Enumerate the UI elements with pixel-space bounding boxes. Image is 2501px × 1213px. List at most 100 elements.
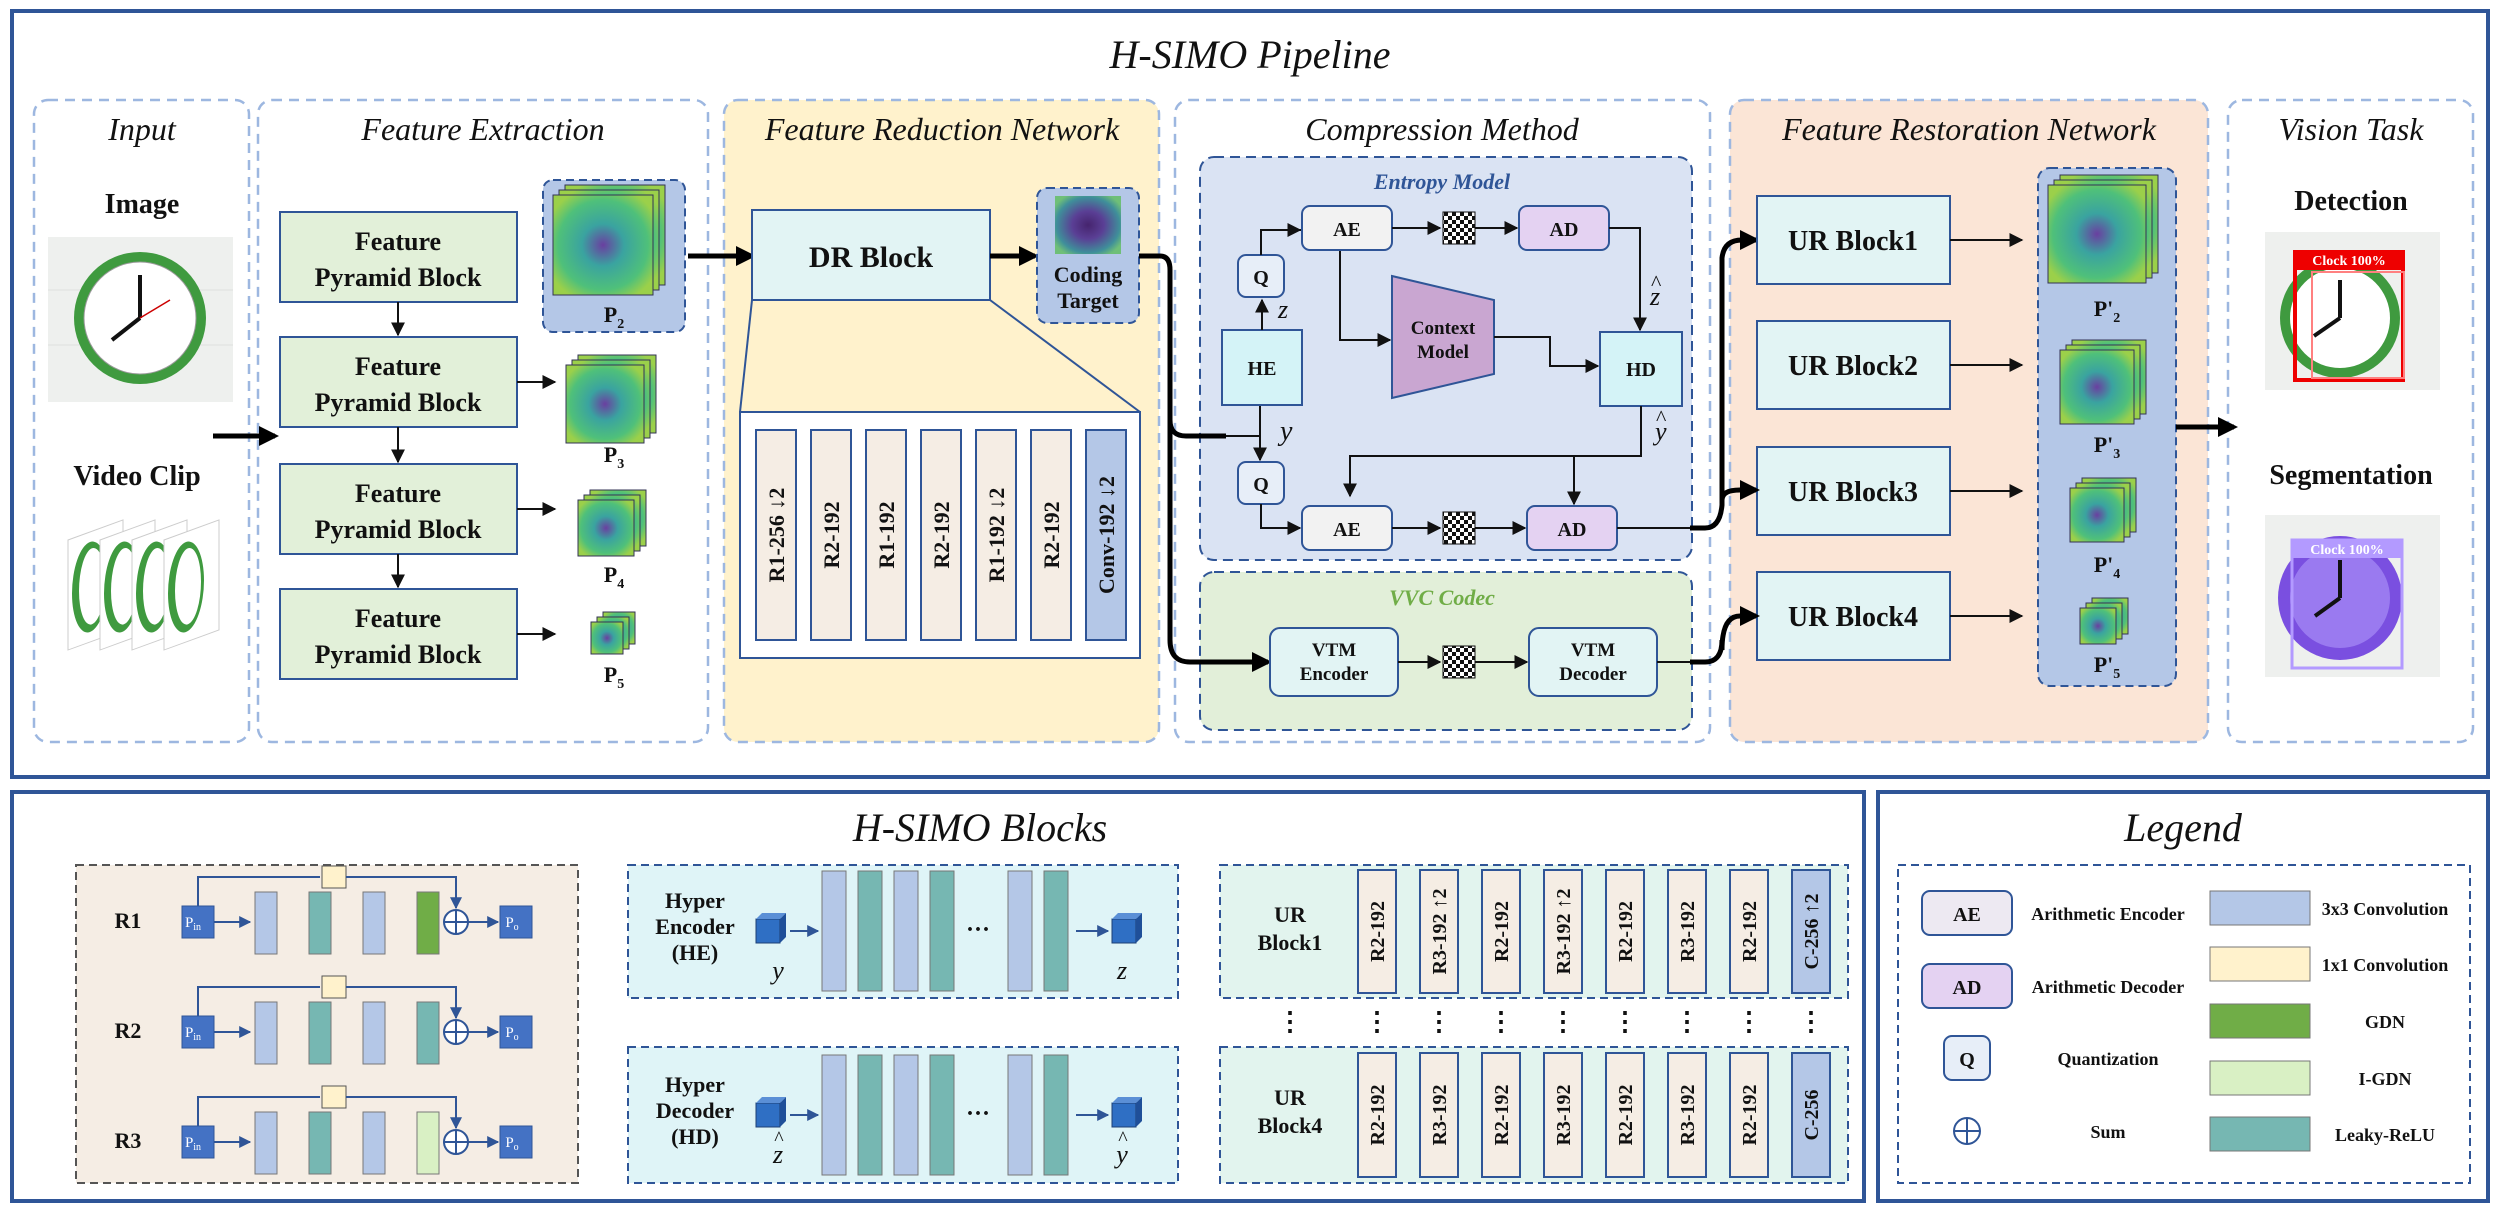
- hyper-sublayer: [1007, 870, 1033, 992]
- legend-swatch: [2209, 1003, 2311, 1039]
- pipeline-title: H-SIMO Pipeline: [1108, 32, 1390, 77]
- legend-swatch: [2209, 1060, 2311, 1096]
- ad-top-to-hd: [1609, 227, 1647, 332]
- ur-residual-layer: [1357, 869, 1397, 994]
- hyper-sublayer: [857, 870, 883, 992]
- hyper-sublayer: [929, 1054, 955, 1176]
- ur-layer-label: R2-192: [1491, 1084, 1513, 1145]
- ur-residual-layer: [1667, 1052, 1707, 1178]
- ur-layer-label: R2-192: [1615, 901, 1637, 962]
- p-out-subscript: o: [514, 922, 519, 933]
- hyper-sublayer: [1043, 1054, 1069, 1176]
- feature-pyramid-line1: Feature: [355, 479, 441, 508]
- restored-map-layer: [2079, 607, 2117, 645]
- feature-map-layer: [565, 364, 645, 444]
- input-cube-side: [780, 1097, 786, 1127]
- ur-layer-label: R2-192: [1615, 1084, 1637, 1145]
- bitstream-vvc-icon: [1442, 645, 1476, 679]
- restored-level-subscript: 2: [2113, 311, 2120, 326]
- hyper-out-var: z: [1116, 956, 1127, 985]
- ur-residual-layer: [1543, 1052, 1583, 1178]
- skip-to-sum-path: [346, 1096, 462, 1130]
- restored-level-subscript: 3: [2113, 447, 2120, 462]
- restored-map-layer: [2047, 184, 2147, 284]
- residual-sublayer: [416, 891, 440, 955]
- he-label: HE: [1248, 358, 1277, 380]
- hyper-in-var: z: [772, 1140, 783, 1169]
- ur-residual-layer: [1729, 1052, 1769, 1178]
- input-cube-top: [756, 913, 786, 919]
- ur-block-label: UR Block4: [1788, 602, 1918, 633]
- restored-level-subscript: 5: [2113, 667, 2120, 682]
- dr-layer-label: R1-192 ↓2: [984, 488, 1009, 583]
- legend-right-label: I-GDN: [2359, 1069, 2412, 1089]
- ur-residual-layer: [1481, 869, 1521, 994]
- ur-layer-label: C-256 ↑2: [1801, 893, 1823, 969]
- vertical-ellipsis: ⋮: [1674, 1007, 1700, 1036]
- q-to-ae-top: [1260, 223, 1302, 255]
- blocks-title: H-SIMO Blocks: [852, 805, 1107, 850]
- p-out-square: [499, 905, 533, 939]
- restored-level-subscript: 4: [2113, 567, 2120, 582]
- dr-layer-label: R1-256 ↓2: [764, 488, 789, 583]
- residual-layer: [865, 429, 907, 641]
- ur-layer-label: R2-192: [1367, 901, 1389, 962]
- feature-pyramid-line1: Feature: [355, 227, 441, 256]
- segmentation-image: [2265, 515, 2440, 677]
- input-cube-icon: [755, 918, 781, 944]
- output-cube-side: [1136, 1097, 1142, 1127]
- output-cube-top: [1112, 913, 1142, 919]
- residual-layer: [920, 429, 962, 641]
- legend-left-label: Arithmetic Decoder: [2032, 977, 2184, 997]
- p-out-square: [499, 1015, 533, 1049]
- hyper-sublayer: [893, 870, 919, 992]
- hyper-out-var: y: [1113, 1140, 1128, 1169]
- ur-conv-layer: [1791, 1052, 1831, 1178]
- feature-restoration-heading: Feature Restoration Network: [1781, 111, 2157, 147]
- hyper-sublayer: [1043, 870, 1069, 992]
- residual-layer: [975, 429, 1017, 641]
- skip-top-path: [197, 1096, 320, 1126]
- ur-block1-line2: Block1: [1258, 930, 1323, 955]
- residual-layer: [755, 429, 797, 641]
- p-in-square: [181, 1125, 215, 1159]
- vertical-ellipsis: ⋮: [1364, 1007, 1390, 1036]
- p-in-subscript: in: [193, 1142, 201, 1153]
- ur-block-label: UR Block2: [1788, 351, 1918, 382]
- residual-sublayer: [254, 1111, 278, 1175]
- input-heading: Input: [107, 111, 177, 147]
- z-hat-symbol: z: [1649, 282, 1660, 311]
- ur-layer-label: R3-192 ↑2: [1429, 888, 1451, 974]
- p-in-square: [181, 905, 215, 939]
- feature-map-layer: [590, 621, 624, 655]
- residual-sublayer: [308, 1111, 332, 1175]
- ur-layer-label: R2-192: [1739, 901, 1761, 962]
- dr-block-label: DR Block: [809, 241, 933, 274]
- compression-to-ur3-path: [1719, 480, 1760, 501]
- vtm-encoder: [1269, 627, 1399, 697]
- hyper-sublayer: [929, 870, 955, 992]
- legend-left-label: Quantization: [2057, 1049, 2158, 1069]
- coding-target-map: [1055, 196, 1121, 254]
- bitstream-bottom-icon: [1442, 511, 1476, 545]
- p-in-subscript: in: [193, 922, 201, 933]
- skip-1x1-conv: [321, 865, 347, 889]
- hyper-ellipsis: ···: [966, 1101, 990, 1127]
- feature-pyramid-block: [279, 588, 518, 680]
- residual-row-label: R1: [115, 908, 142, 933]
- residual-sublayer: [362, 891, 386, 955]
- ae-top-label: AE: [1333, 219, 1361, 241]
- y-symbol: y: [1277, 416, 1293, 447]
- residual-sublayer: [416, 1111, 440, 1175]
- p-out-subscript: o: [514, 1142, 519, 1153]
- dr-layer-label: R2-192: [929, 501, 954, 568]
- feature-reduction-heading: Feature Reduction Network: [764, 111, 1120, 147]
- ur-layer-label: R3-192: [1677, 901, 1699, 962]
- output-cube-top: [1112, 1097, 1142, 1103]
- hyper-encoder-line2: Encoder: [655, 914, 735, 939]
- legend-right-label: 3x3 Convolution: [2322, 899, 2449, 919]
- segmentation-box-label: Clock 100%: [2310, 543, 2384, 558]
- hyper-encoder-line3: (HE): [672, 940, 718, 965]
- ur-residual-layer: [1419, 1052, 1459, 1178]
